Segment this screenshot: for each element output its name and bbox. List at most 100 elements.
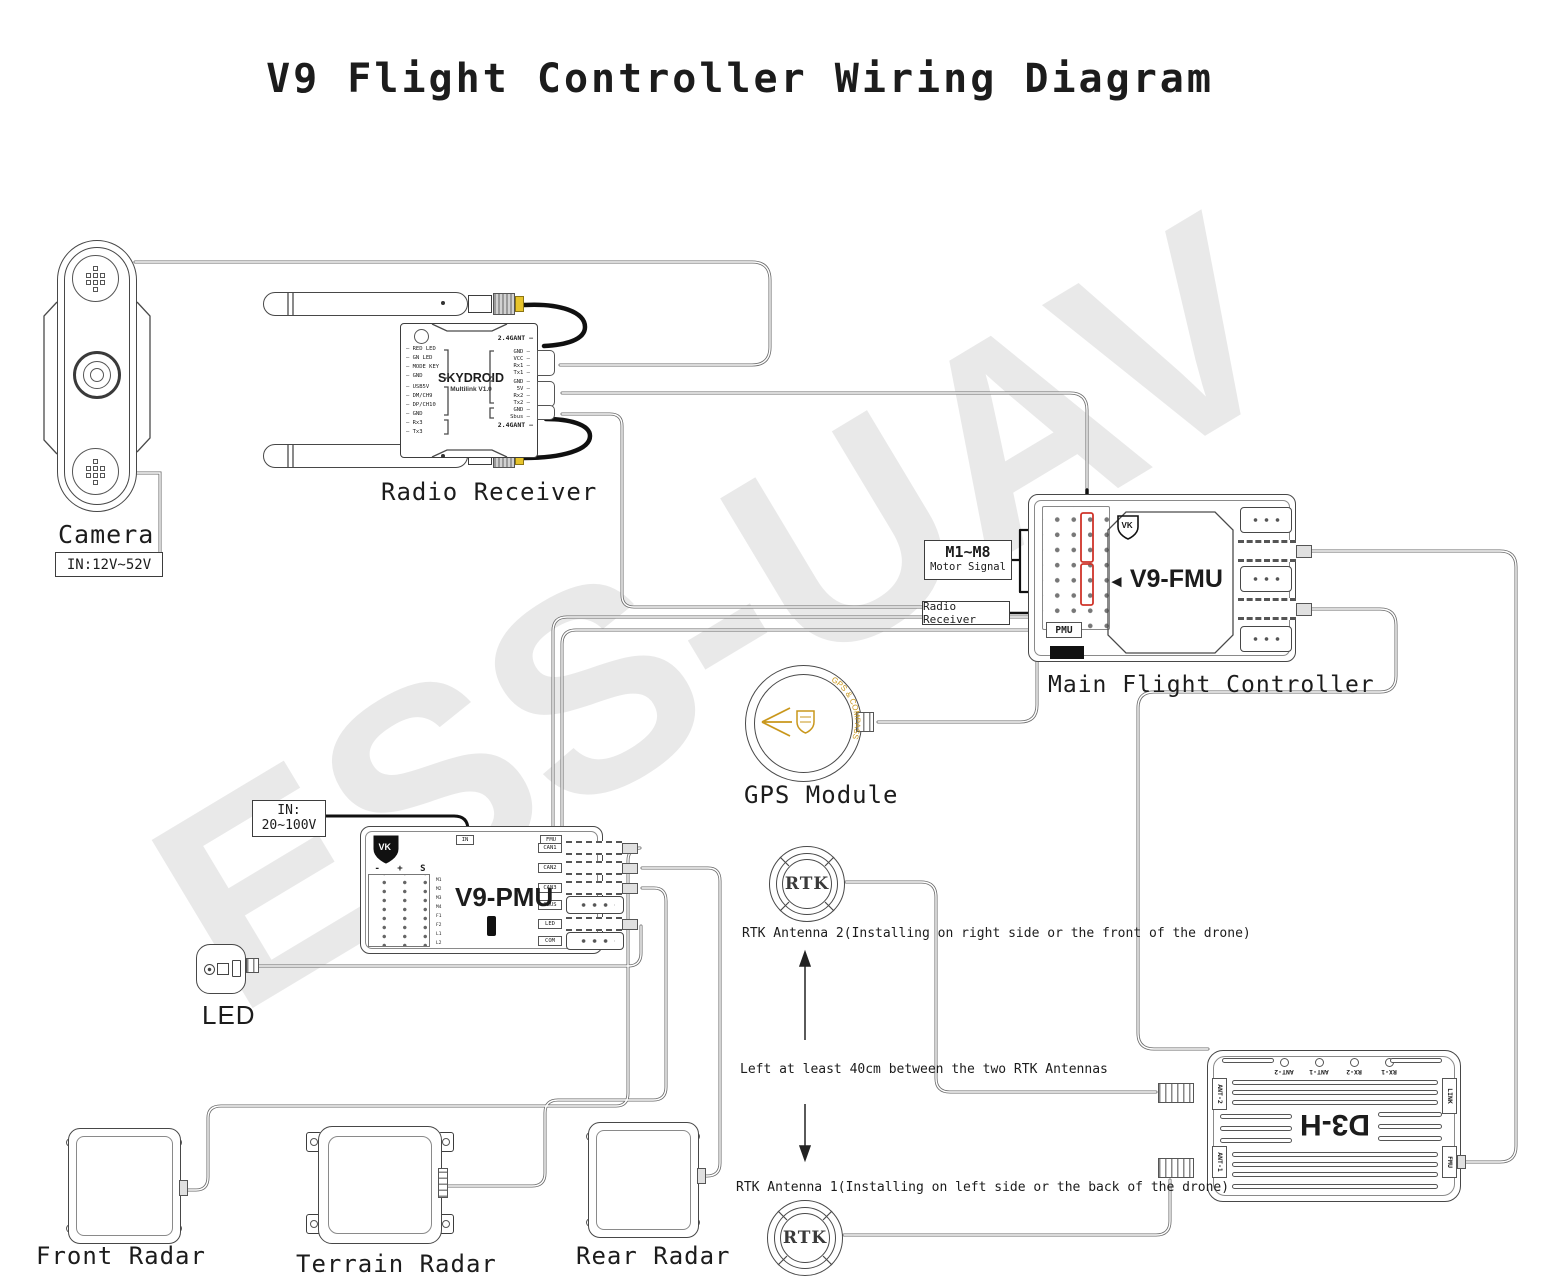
d3h-fmu-port: FMU: [1442, 1146, 1457, 1178]
d3h-led-rx2: [1350, 1058, 1359, 1067]
gps-inner-ring: [754, 674, 853, 773]
cable-antenna-top: [521, 302, 588, 349]
d3h-name: D3-H: [1300, 1108, 1371, 1141]
terrain-radar-connector: [438, 1168, 448, 1198]
wire-rtk2-d3h: [844, 880, 1158, 1094]
pmu-can1-connector: [566, 841, 622, 855]
arrow-left-icon: [1108, 565, 1130, 593]
receiver-pin: GN LED: [406, 355, 433, 362]
front-radar-body: [68, 1128, 181, 1244]
pmu-can3-connector: [566, 881, 622, 895]
wire-rtk2-d3h: [845, 881, 1157, 1093]
fmu-port-3: [1240, 566, 1292, 592]
front-radar-label: Front Radar: [36, 1242, 206, 1270]
wire-fmu-pmu-b: [561, 629, 1031, 837]
fmu-port-2-plug: [1296, 545, 1312, 558]
terrain-radar-label: Terrain Radar: [296, 1250, 497, 1278]
wire-fmu-pmu-a: [552, 616, 1031, 837]
pmu-can2-connector: [566, 861, 622, 875]
led-indicator-icon: [204, 964, 215, 975]
antenna-top-connector: [515, 296, 524, 312]
motor-signal-box: M1~M8 Motor Signal: [924, 540, 1012, 580]
camera-led-array-top: [72, 255, 119, 302]
d3h-ant1-plug: [1158, 1158, 1194, 1178]
fmu-port-5: [1240, 626, 1292, 652]
pmu-com-connector: [566, 932, 624, 950]
signal-wires-core: [134, 261, 1517, 1236]
receiver-pin: GND: [496, 379, 530, 386]
fmu-pmu-port: PMU: [1046, 622, 1082, 638]
gps-connector: [856, 712, 874, 732]
pmu-port-label: COM: [538, 936, 562, 946]
receiver-pin: GND: [406, 411, 423, 418]
camera-label: Camera: [58, 520, 155, 549]
receiver-uart2-plug: [537, 381, 555, 407]
pmu-port-label: LED: [538, 919, 562, 929]
terrain-tab: [438, 1214, 454, 1234]
receiver-pin: Rx1: [496, 363, 530, 370]
pmu-port-label: CAN1: [538, 843, 562, 853]
receiver-ant-top-label: 2.4GANT: [487, 334, 533, 342]
rtk1-antenna: RTK: [780, 1213, 830, 1263]
fmu-name: V9-FMU: [1108, 565, 1223, 594]
receiver-sbus-plug: [537, 405, 555, 420]
d3h-led-label: RX-1: [1381, 1068, 1397, 1076]
d3h-link-port: LINK: [1442, 1078, 1457, 1114]
camera-power-box: IN:12V~52V: [55, 552, 163, 577]
fmu-port-2: [1238, 540, 1296, 562]
receiver-pin: Tx2: [496, 400, 530, 407]
fmu-port-4: [1238, 598, 1296, 620]
receiver-pin: GND: [406, 373, 423, 380]
page-title: V9 Flight Controller Wiring Diagram: [266, 56, 1214, 102]
receiver-pin: Rx3: [406, 420, 423, 427]
pmu-can1-plug: [622, 843, 638, 854]
receiver-pin: DM/CH9: [406, 393, 433, 400]
power-line2: 20~100V: [261, 818, 317, 833]
d3h-fmu-plug: [1457, 1155, 1466, 1169]
receiver-pin: Tx3: [406, 429, 423, 436]
wire-receiver-uart2-fmu: [560, 391, 1089, 516]
d3h-module-inner: [1213, 1056, 1455, 1196]
pmu-in-port: IN: [456, 835, 474, 845]
wire-fmu-link: [1137, 608, 1397, 1050]
pmu-name: V9-PMU: [455, 882, 554, 912]
d3h-ant1-port: ANT-1: [1212, 1146, 1227, 1178]
receiver-brand: SKYDROID: [438, 371, 504, 385]
d3h-led-label: RX-2: [1346, 1068, 1362, 1076]
d3h-led-ant1: [1315, 1058, 1324, 1067]
fmu-port-1: [1240, 507, 1292, 533]
wire-terrain-radar: [447, 887, 667, 1187]
wire-receiver-sbus: [561, 413, 923, 608]
receiver-pin: USB5V: [406, 384, 430, 391]
receiver-pin: DP/CH10: [406, 402, 436, 409]
receiver-pin: GND: [496, 349, 530, 356]
receiver-pin: Tx1: [496, 370, 530, 377]
rear-radar-connector: [697, 1168, 706, 1184]
d3h-ant2-plug: [1158, 1083, 1194, 1103]
led-connector: [246, 958, 259, 973]
camera-led-array-bottom: [72, 448, 119, 495]
led-square-icon: [217, 963, 229, 975]
pmu-power-box: IN: 20~100V: [252, 800, 326, 837]
pmu-led-plug: [622, 919, 638, 930]
receiver-uart1-plug: [537, 350, 555, 376]
fmu-port-4-plug: [1296, 603, 1312, 616]
pmu-port-label: CAN3: [538, 883, 562, 893]
cable-antenna-bottom: [521, 416, 593, 461]
camera-lens: [73, 351, 121, 399]
spacing-note: Left at least 40cm between the two RTK A…: [740, 1062, 1108, 1077]
wire-rear-radar: [641, 867, 721, 1177]
wire-fmu-d3h: [1309, 550, 1517, 1163]
fmu-label: Main Flight Controller: [1048, 672, 1375, 698]
front-radar-connector: [179, 1180, 188, 1196]
bracket-motor-signal: [1006, 528, 1044, 594]
receiver-model: Multilink V1.0: [450, 386, 492, 393]
power-line1: IN:: [277, 803, 301, 818]
rear-radar-inner: [596, 1130, 691, 1230]
pmu-sbus-connector: [566, 896, 624, 914]
terrain-radar-inner: [328, 1136, 432, 1234]
antenna-top-hinge: [468, 295, 492, 313]
rtk1-caption: RTK Antenna 1(Installing on left side or…: [736, 1180, 1230, 1195]
